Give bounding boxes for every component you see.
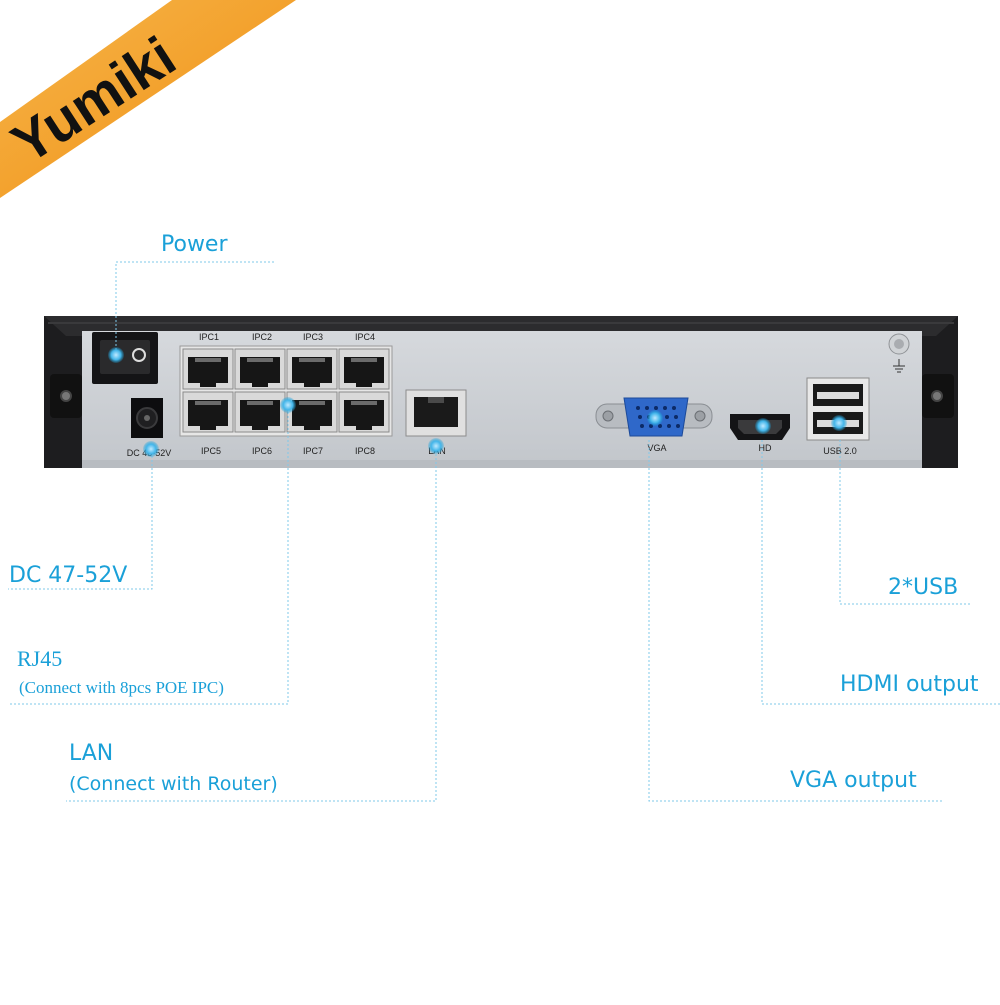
callout-vga: VGA output xyxy=(790,768,917,793)
ipc7-label: IPC7 xyxy=(303,446,323,456)
leader-lines xyxy=(8,261,1000,802)
ipc5-label: IPC5 xyxy=(201,446,221,456)
leader-power xyxy=(115,261,274,352)
rj45-port-ipc7[interactable] xyxy=(286,391,338,433)
hdmi-port-label: HD xyxy=(759,443,772,453)
ipc1-label: IPC1 xyxy=(199,332,219,342)
rj45-port-ipc3[interactable] xyxy=(286,348,338,390)
ipc6-label: IPC6 xyxy=(252,446,272,456)
screw-left xyxy=(60,390,72,402)
usb-port-label: USB 2.0 xyxy=(823,446,857,456)
callout-lan-title: LAN xyxy=(69,741,114,766)
ground-terminal xyxy=(888,333,910,373)
callout-hdmi: HDMI output xyxy=(840,672,979,697)
marker-usb xyxy=(831,415,847,431)
marker-rj45 xyxy=(280,397,296,413)
brand-name: Yumiki xyxy=(1,24,187,175)
ipc2-label: IPC2 xyxy=(252,332,272,342)
rj45-port-ipc6[interactable] xyxy=(234,391,286,433)
rj45-port-ipc8[interactable] xyxy=(338,391,390,433)
leader-vga xyxy=(648,440,944,802)
rj45-port-ipc4[interactable] xyxy=(338,348,390,390)
marker-dc xyxy=(143,441,159,457)
screw-right xyxy=(931,390,943,402)
leader-hdmi xyxy=(761,440,1000,705)
lan-port[interactable] xyxy=(405,389,467,437)
ipc3-label: IPC3 xyxy=(303,332,323,342)
ipc8-label: IPC8 xyxy=(355,446,375,456)
rj45-port-ipc5[interactable] xyxy=(182,391,234,433)
rj45-port-ipc2[interactable] xyxy=(234,348,286,390)
marker-hdmi xyxy=(755,418,771,434)
leader-dc xyxy=(8,448,153,590)
callout-dc: DC 47-52V xyxy=(9,563,128,588)
callout-power: Power xyxy=(161,232,228,257)
rj45-port-ipc1[interactable] xyxy=(182,348,234,390)
callout-lan-sub: (Connect with Router) xyxy=(69,773,278,795)
brand-ribbon xyxy=(0,0,296,198)
power-switch[interactable] xyxy=(92,332,158,384)
marker-lan xyxy=(428,438,444,454)
callout-rj45-sub: (Connect with 8pcs POE IPC) xyxy=(19,678,224,697)
vga-port-label: VGA xyxy=(647,443,666,453)
marker-power xyxy=(108,347,124,363)
ipc4-label: IPC4 xyxy=(355,332,375,342)
leader-rj45 xyxy=(10,404,289,705)
callout-rj45-title: RJ45 xyxy=(17,646,63,671)
callout-usb: 2*USB xyxy=(888,575,959,600)
marker-vga xyxy=(647,410,663,426)
dc-power-jack[interactable] xyxy=(131,398,163,438)
leader-usb xyxy=(839,440,972,605)
leader-lan xyxy=(66,446,437,802)
